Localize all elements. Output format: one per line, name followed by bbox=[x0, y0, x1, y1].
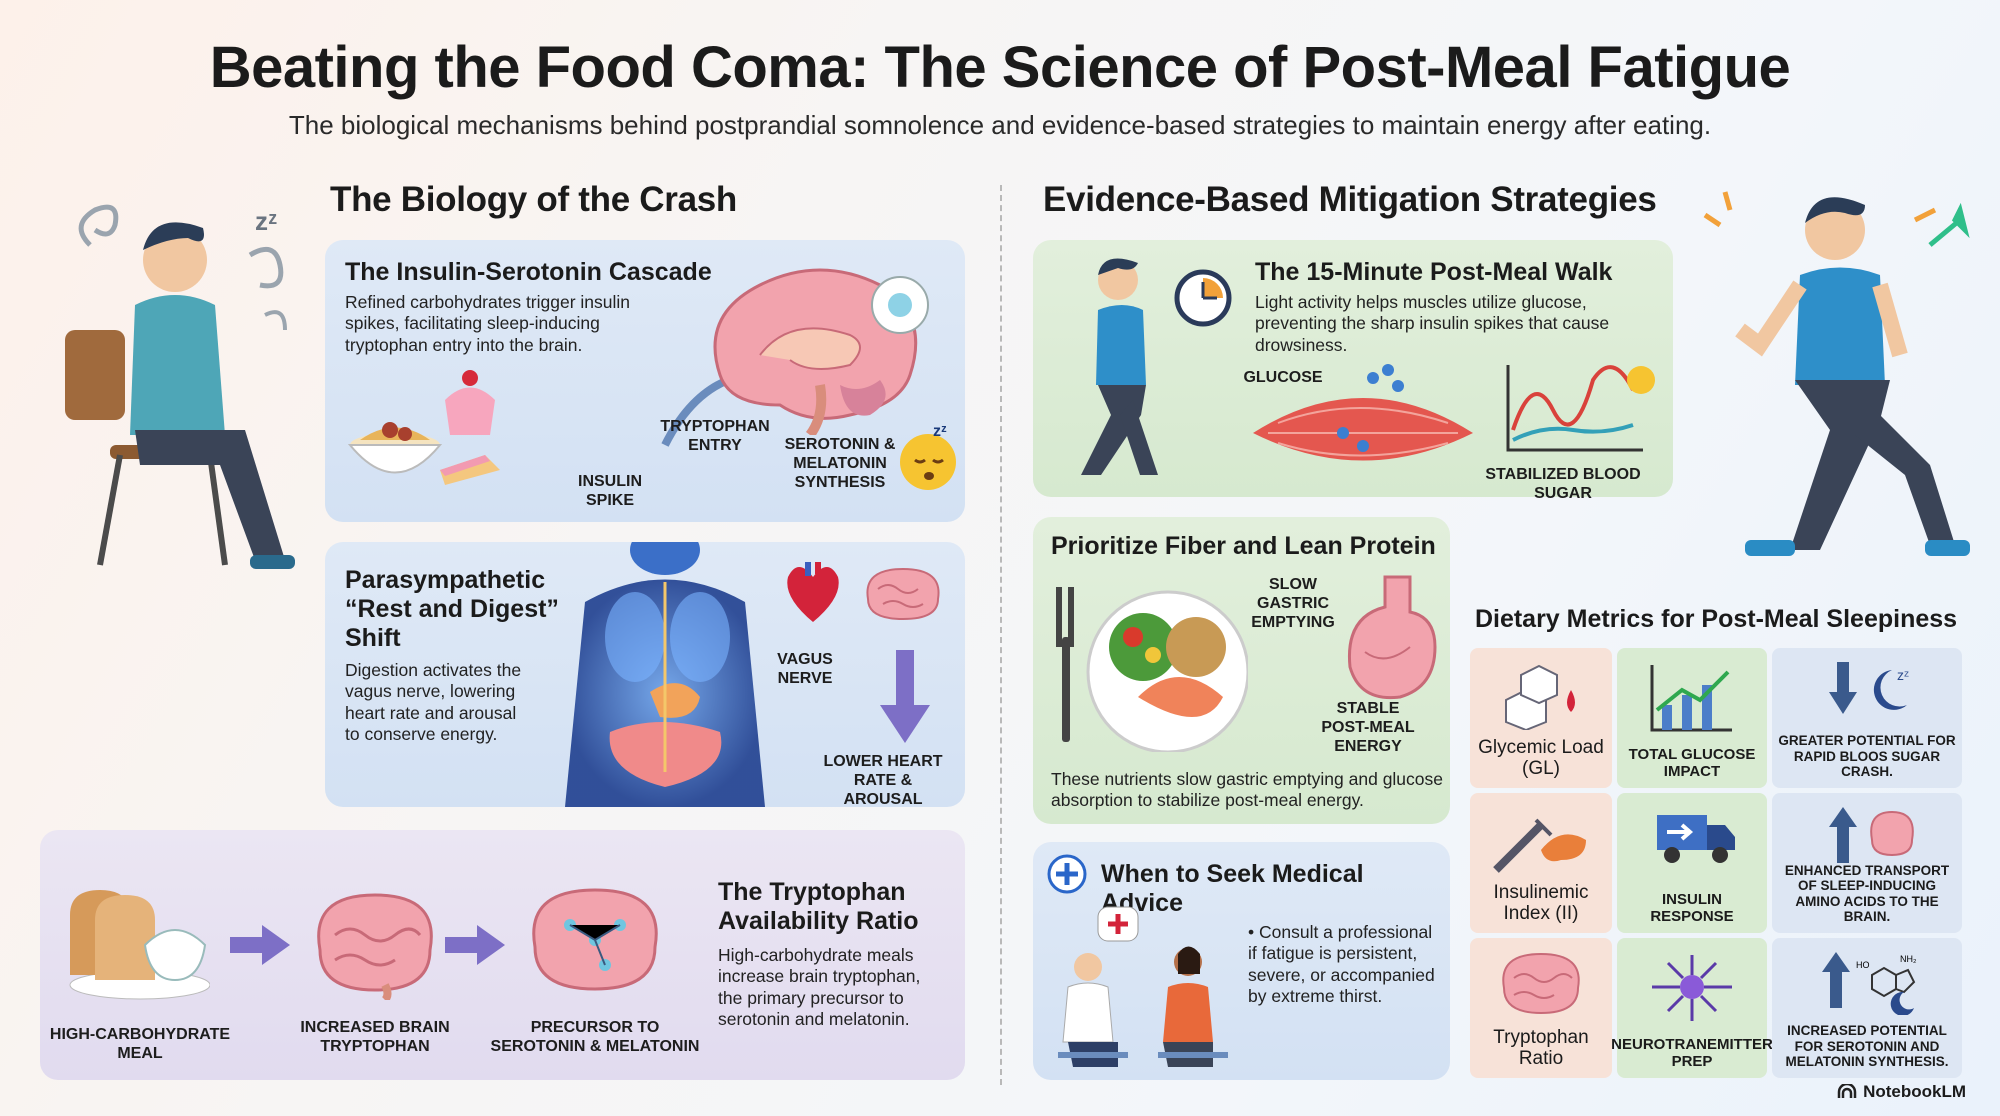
svg-text:NH₂: NH₂ bbox=[1900, 954, 1917, 964]
vagus-nerve-label: VAGUS NERVE bbox=[777, 651, 833, 688]
measure-cell-glycemic-load: TOTAL GLUCOSE IMPACT bbox=[1617, 648, 1767, 788]
brain-molecule-icon bbox=[532, 888, 658, 991]
notebooklm-logo: NotebookLM bbox=[1837, 1082, 1966, 1102]
brand-label: NotebookLM bbox=[1863, 1082, 1966, 1101]
medical-panel-text: • Consult a professional if fatigue is p… bbox=[1248, 922, 1435, 1007]
section-divider bbox=[1000, 185, 1002, 1085]
synthesis-label: SEROTONIN & MELATONIN SYNTHESIS bbox=[784, 436, 896, 492]
fiber-panel-text: These nutrients slow gastric emptying an… bbox=[1051, 769, 1444, 811]
notebooklm-icon bbox=[1837, 1084, 1857, 1098]
sleepy-face-icon: zᶻ bbox=[900, 423, 956, 490]
down-arrow-moon-icon: zᶻ bbox=[1829, 662, 1909, 714]
body-digestive-icon bbox=[565, 542, 765, 807]
glucose-label: GLUCOSE bbox=[1243, 369, 1323, 386]
medical-plus-icon bbox=[1047, 854, 1087, 894]
metric-cell-glycemic-load: Glycemic Load (GL) bbox=[1470, 648, 1612, 788]
effect-cell-tryptophan-ratio: HO NH₂ INCREASED POTENTIAL FOR SEROTONIN… bbox=[1772, 938, 1962, 1078]
lower-heart-rate-label: LOWER HEART RATE & AROUSAL bbox=[823, 753, 943, 809]
svg-text:HO: HO bbox=[1856, 960, 1870, 970]
page-subtitle: The biological mechanisms behind postpra… bbox=[288, 110, 1712, 140]
step-arrow-2-icon bbox=[445, 925, 505, 965]
tired-person-illustration: zᶻ bbox=[65, 204, 295, 569]
clock-icon bbox=[1174, 269, 1232, 327]
section-title-biology: The Biology of the Crash bbox=[330, 180, 737, 219]
measure-cell-tryptophan-ratio: NEUROTRANEMITTER PREP bbox=[1611, 938, 1773, 1078]
sugar-cubes-icon bbox=[1505, 664, 1575, 730]
parasym-panel-text: Digestion activates the vagus nerve, low… bbox=[345, 660, 522, 745]
blood-sugar-chart-icon bbox=[1506, 365, 1655, 452]
step-arrow-1-icon bbox=[230, 925, 290, 965]
metric-measure: TOTAL GLUCOSE IMPACT bbox=[1628, 745, 1756, 780]
doctor-patient-icon bbox=[1058, 906, 1228, 1067]
energetic-walker-illustration bbox=[1703, 191, 1970, 556]
neuron-icon bbox=[1652, 955, 1732, 1021]
metrics-table-title: Dietary Metrics for Post-Meal Sleepiness bbox=[1474, 605, 1958, 633]
brain-icon bbox=[866, 567, 940, 621]
bread-rice-icon bbox=[69, 890, 210, 1000]
metric-effect: GREATER POTENTIAL FOR RAPID BLOOS SUGAR … bbox=[1778, 733, 1956, 780]
heart-icon bbox=[787, 562, 839, 622]
walk-panel-title: The 15-Minute Post-Meal Walk bbox=[1255, 258, 1613, 286]
stable-energy-label: STABLE POST-MEAL ENERGY bbox=[1321, 700, 1415, 756]
down-arrow-icon bbox=[880, 650, 930, 743]
ratio-panel-title: The Tryptophan Availability Ratio bbox=[718, 878, 919, 935]
parasympathetic-panel: Parasympathetic “Rest and Digest” Shift … bbox=[325, 542, 965, 809]
fiber-panel-title: Prioritize Fiber and Lean Protein bbox=[1051, 532, 1436, 560]
rising-chart-icon bbox=[1650, 665, 1732, 732]
tryptophan-entry-label: TRYPTOPHAN ENTRY bbox=[660, 418, 770, 455]
carb-foods-icon bbox=[347, 370, 500, 485]
metric-cell-insulinemic-index: Insulinemic Index (II) bbox=[1470, 793, 1612, 933]
walk-panel-text: Light activity helps muscles utilize glu… bbox=[1255, 292, 1610, 355]
parasym-panel-title: Parasympathetic “Rest and Digest” Shift bbox=[345, 566, 559, 652]
page-title: Beating the Food Coma: The Science of Po… bbox=[209, 35, 1791, 100]
delivery-truck-icon bbox=[1657, 815, 1735, 863]
stomach-icon bbox=[1347, 575, 1437, 700]
effect-cell-glycemic-load: zᶻ GREATER POTENTIAL FOR RAPID BLOOS SUG… bbox=[1772, 648, 1962, 788]
metric-name: Tryptophan Ratio bbox=[1493, 1027, 1589, 1070]
metric-name: Glycemic Load (GL) bbox=[1478, 737, 1604, 780]
step-2-label: INCREASED BRAIN TRYPTOPHAN bbox=[300, 1019, 450, 1056]
metric-cell-tryptophan-ratio: Tryptophan Ratio bbox=[1470, 938, 1612, 1078]
metrics-table: Glycemic Load (GL) TOTAL GLUCOSE IMPACT … bbox=[1470, 648, 1962, 1080]
step-3-label: PRECURSOR TO SEROTONIN & MELATONIN bbox=[490, 1019, 700, 1056]
stabilized-blood-sugar-label: STABILIZED BLOOD SUGAR bbox=[1485, 466, 1641, 503]
svg-text:zᶻ: zᶻ bbox=[1897, 667, 1909, 683]
effect-cell-insulinemic-index: ENHANCED TRANSPORT OF SLEEP-INDUCING AMI… bbox=[1772, 793, 1962, 933]
insulin-panel-text: Refined carbohydrates trigger insulin sp… bbox=[345, 292, 631, 355]
svg-text:zᶻ: zᶻ bbox=[933, 423, 947, 440]
up-arrow-molecule-icon: HO NH₂ bbox=[1822, 952, 1917, 1015]
walking-person-icon bbox=[1081, 258, 1158, 475]
plate-icon bbox=[1056, 587, 1248, 752]
metric-measure: NEUROTRANEMITTER PREP bbox=[1611, 1035, 1773, 1070]
ratio-panel-text: High-carbohydrate meals increase brain t… bbox=[718, 945, 921, 1030]
metric-effect: INCREASED POTENTIAL FOR SEROTONIN AND ME… bbox=[1785, 1023, 1949, 1070]
post-meal-walk-panel: The 15-Minute Post-Meal Walk Light activ… bbox=[1033, 240, 1673, 502]
brain-icon bbox=[1502, 952, 1580, 1015]
insulin-panel-title: The Insulin-Serotonin Cascade bbox=[345, 258, 712, 286]
section-title-strategies: Evidence-Based Mitigation Strategies bbox=[1043, 180, 1657, 219]
muscle-glucose-icon bbox=[1253, 364, 1473, 461]
metric-measure: INSULIN RESPONSE bbox=[1650, 890, 1734, 925]
metric-effect: ENHANCED TRANSPORT OF SLEEP-INDUCING AMI… bbox=[1784, 862, 1950, 925]
step-1-label: HIGH-CARBOHYDRATE MEAL bbox=[49, 1026, 231, 1063]
insulin-spike-label: INSULIN SPIKE bbox=[578, 473, 642, 510]
fiber-protein-panel: Prioritize Fiber and Lean Protein SLOW G… bbox=[1033, 517, 1450, 824]
brain-icon bbox=[317, 893, 433, 1000]
slow-gastric-label: SLOW GASTRIC EMPTYING bbox=[1251, 576, 1335, 632]
measure-cell-insulinemic-index: INSULIN RESPONSE bbox=[1617, 793, 1767, 933]
up-arrow-brain-icon bbox=[1829, 807, 1914, 863]
brain-cross-section-icon bbox=[713, 268, 929, 435]
insulin-serotonin-panel: The Insulin-Serotonin Cascade Refined ca… bbox=[325, 240, 965, 522]
medical-advice-panel: When to Seek Medical Advice • Consult a … bbox=[1033, 842, 1450, 1080]
syringe-pancreas-icon bbox=[1493, 818, 1586, 873]
metric-name: Insulinemic Index (II) bbox=[1493, 882, 1589, 925]
tryptophan-ratio-panel: HIGH-CARBOHYDRATE MEAL INCREASED BRAIN T… bbox=[40, 830, 965, 1080]
svg-text:zᶻ: zᶻ bbox=[255, 206, 277, 236]
